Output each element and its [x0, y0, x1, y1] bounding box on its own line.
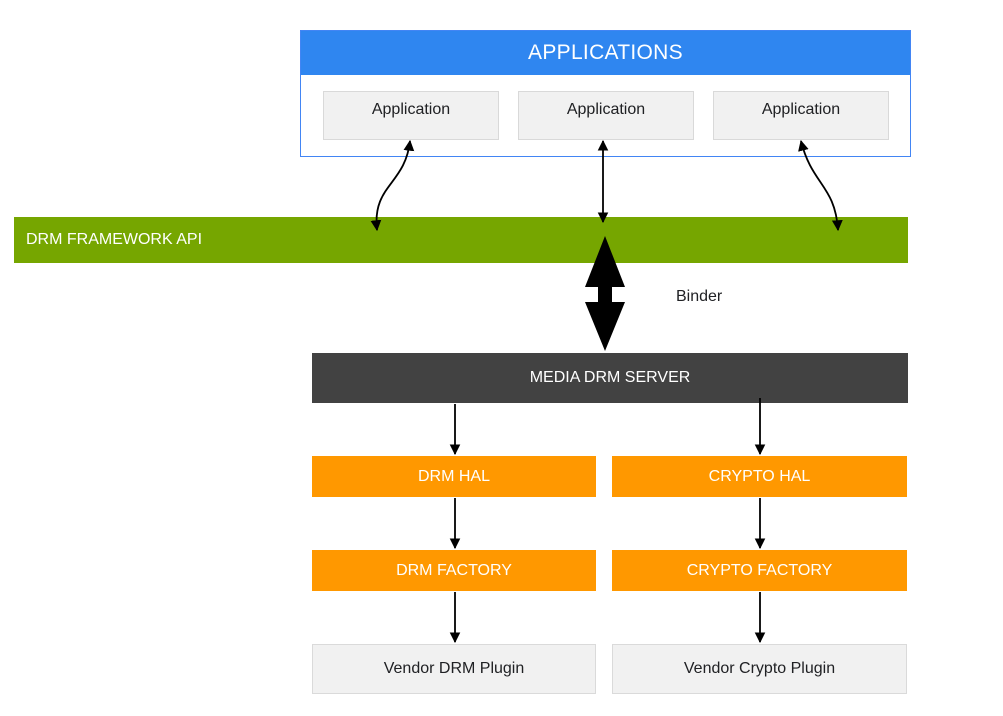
drm-hal-box: DRM HAL: [312, 456, 596, 497]
application-box-1: Application: [323, 91, 499, 140]
vendor-crypto-plugin-box: Vendor Crypto Plugin: [612, 644, 907, 694]
binder-label: Binder: [676, 288, 723, 305]
application-box-3: Application: [713, 91, 889, 140]
applications-header: APPLICATIONS: [301, 31, 910, 75]
vendor-drm-plugin-box: Vendor DRM Plugin: [312, 644, 596, 694]
crypto-factory-box: CRYPTO FACTORY: [612, 550, 907, 591]
media-drm-server-box: MEDIA DRM SERVER: [312, 353, 908, 403]
application-box-2: Application: [518, 91, 694, 140]
crypto-hal-box: CRYPTO HAL: [612, 456, 907, 497]
drm-factory-box: DRM FACTORY: [312, 550, 596, 591]
drm-framework-api-bar: DRM FRAMEWORK API: [14, 217, 908, 263]
